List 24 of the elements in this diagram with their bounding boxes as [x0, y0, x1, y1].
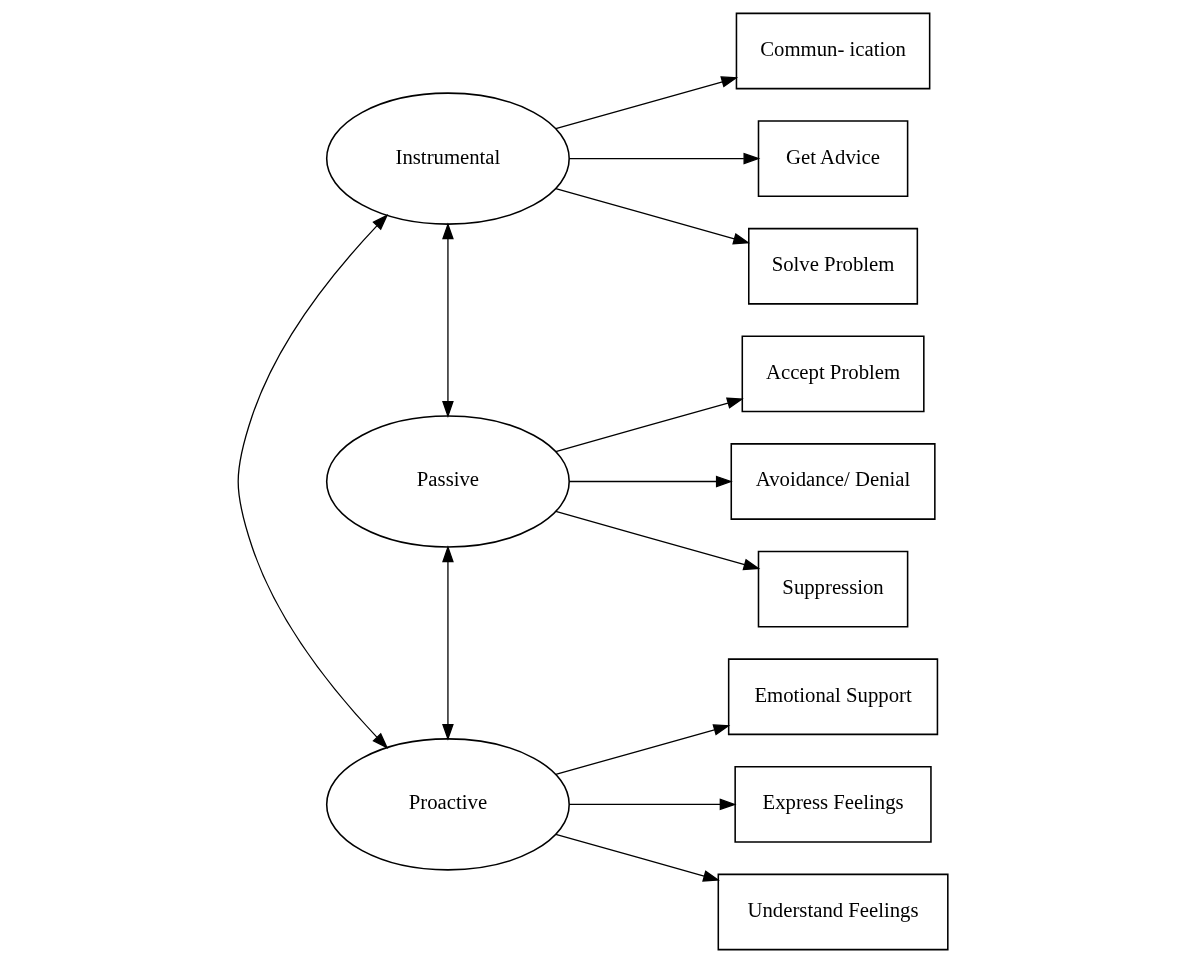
- node-box: Emotional Support: [727, 658, 939, 736]
- arrow: [555, 510, 761, 571]
- arrow: [555, 187, 751, 245]
- node-ellipse: Passive: [325, 415, 570, 548]
- arrow: [442, 222, 454, 418]
- node-box: Express Feelings: [734, 766, 932, 843]
- node-box: Accept Problem: [741, 335, 925, 413]
- arrow: [442, 545, 454, 741]
- arrow: [568, 152, 761, 165]
- node-ellipse: Instrumental: [325, 92, 570, 225]
- node-box: Solve Problem: [748, 227, 919, 305]
- arrow: [237, 213, 389, 750]
- node-box: Get Advice: [757, 120, 909, 197]
- arrow: [555, 724, 731, 776]
- node-box: Commun- ication: [735, 12, 931, 90]
- arrow: [568, 798, 737, 811]
- arrow: [555, 833, 720, 882]
- arrow: [555, 76, 739, 130]
- arrow: [555, 397, 744, 453]
- node-box: Avoidance/ Denial: [730, 443, 936, 520]
- arrow: [568, 475, 733, 488]
- node-box: Understand Feelings: [717, 873, 949, 951]
- node-box: Suppression: [757, 550, 909, 628]
- node-ellipse: Proactive: [325, 738, 570, 871]
